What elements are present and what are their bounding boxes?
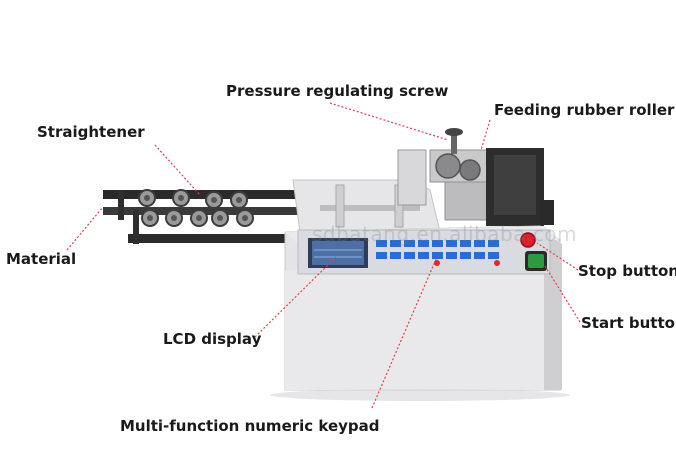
label-stop-button: Stop button [578, 262, 676, 280]
straightener-assembly [103, 189, 303, 244]
label-start-button: Start button [581, 314, 676, 332]
label-feeding-rubber-roller: Feeding rubber roller [494, 101, 675, 119]
keypad-buttons [376, 240, 500, 266]
label-material: Material [6, 250, 77, 268]
label-lcd-display: LCD display [163, 330, 262, 348]
label-pressure-regulating-screw: Pressure regulating screw [226, 82, 449, 100]
label-multi-function-numeric-keypad: Multi-function numeric keypad [120, 417, 380, 435]
feeding-roller-assembly [397, 128, 554, 226]
stop-button-graphic [520, 232, 536, 248]
start-button-graphic [528, 254, 544, 268]
guide-rail [320, 205, 420, 211]
watermark: sdbatang.en.alibaba.com [312, 222, 578, 246]
label-straightener: Straightener [37, 123, 145, 141]
